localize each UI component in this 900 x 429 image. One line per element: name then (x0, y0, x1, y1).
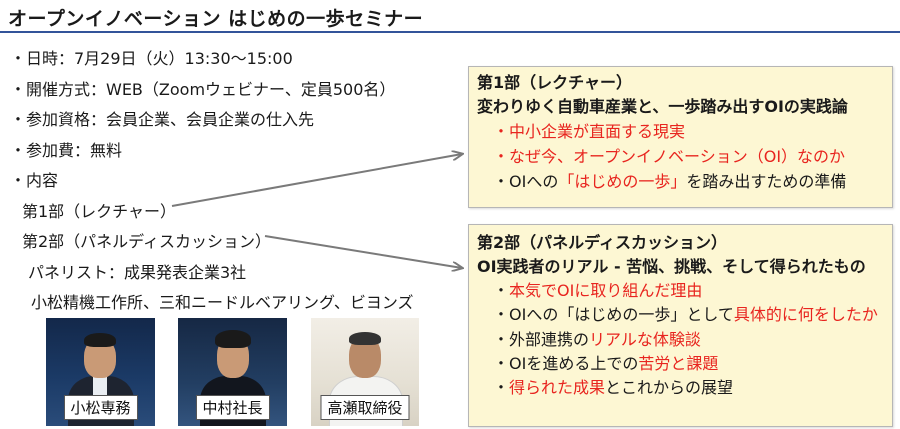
seminar-info: ・日時：7月29日（火）13:30～15:00 ・開催方式：WEB（Zoomウェ… (10, 44, 460, 319)
info-eligibility: ・参加資格：会員企業、会員企業の仕入先 (10, 110, 315, 129)
part2-item-5-c: とこれからの展望 (605, 378, 734, 398)
photo-caption: 中村社長 (195, 395, 270, 420)
part1-subheading: 変わりゆく自動車産業と、一歩踏み出すOIの実践論 (477, 97, 848, 116)
photo-caption: 高瀬取締役 (320, 395, 410, 420)
part1-box: 第1部（レクチャー） 変わりゆく自動車産業と、一歩踏み出すOIの実践論 ・中小企… (468, 66, 893, 208)
info-panelist-companies: 小松精機工作所、三和ニードルベアリング、ビヨンズ (31, 293, 414, 312)
part2-item-5-a: ・ (493, 378, 510, 398)
part2-item-2-b: 具体的に何をしたか (733, 305, 878, 325)
info-panelists-label: パネリスト：成果発表企業3社 (28, 262, 247, 282)
part2-item-4: ・OIを進める上での苦労と課題 (477, 352, 892, 376)
person-hair (215, 330, 251, 348)
part2-item-4-b: 苦労と課題 (638, 353, 719, 373)
part2-item-3-b: リアルな体験談 (589, 329, 701, 349)
part2-item-3: ・外部連携のリアルな体験談 (477, 328, 892, 352)
photo-takase: 高瀬取締役 (311, 318, 419, 426)
part2-item-1-a: ・ (493, 281, 510, 300)
info-date: ・日時：7月29日（火）13:30～15:00 (10, 49, 293, 68)
part1-item-3-c: を踏み出すための準備 (686, 172, 847, 191)
part1-item-3-a: ・OIへの (493, 172, 559, 191)
info-part2: 第2部（パネルディスカッション） (22, 232, 272, 251)
info-content-label: ・内容 (10, 171, 59, 190)
info-format: ・開催方式：WEB（Zoomウェビナー、定員500名） (10, 79, 396, 99)
part2-item-5: ・得られた成果とこれからの展望 (477, 376, 892, 400)
part2-item-2-a: ・OIへの「はじめの一歩」として (493, 305, 734, 325)
photo-komatsu: 小松専務 (46, 318, 155, 426)
photo-caption: 小松専務 (63, 395, 138, 420)
photo-nakamura: 中村社長 (178, 318, 287, 426)
part2-item-2: ・OIへの「はじめの一歩」として具体的に何をしたか (477, 303, 892, 327)
part2-item-1: ・本気でOIに取り組んだ理由 (477, 279, 892, 303)
part2-item-4-a: ・OIを進める上での (493, 353, 639, 373)
part1-item-1: ・中小企業が直面する現実 (493, 122, 686, 141)
part2-box: 第2部（パネルディスカッション） OI実践者のリアル - 苦悩、挑戦、そして得ら… (468, 224, 893, 427)
person-hair (349, 332, 381, 345)
part2-item-1-b: 本気でOIに取り組んだ理由 (509, 281, 703, 300)
title-underline (0, 31, 900, 33)
part1-item-2: ・なぜ今、オープンイノベーション（OI）なのか (493, 147, 846, 166)
part1-item-3-b: 「はじめの一歩」 (558, 172, 687, 191)
part2-item-3-a: ・外部連携の (493, 329, 590, 349)
part2-item-5-b: 得られた成果 (509, 378, 606, 398)
part2-heading: 第2部（パネルディスカッション） (477, 233, 728, 252)
person-hair (84, 333, 116, 347)
part1-heading: 第1部（レクチャー） (477, 73, 632, 92)
part2-subheading: OI実践者のリアル - 苦悩、挑戦、そして得られたもの (477, 257, 866, 276)
page-title: オープンイノベーション はじめの一歩セミナー (8, 8, 424, 30)
info-part1: 第1部（レクチャー） (22, 201, 177, 221)
part1-item-3: ・OIへの「はじめの一歩」を踏み出すための準備 (477, 169, 892, 194)
info-fee: ・参加費：無料 (10, 140, 123, 160)
